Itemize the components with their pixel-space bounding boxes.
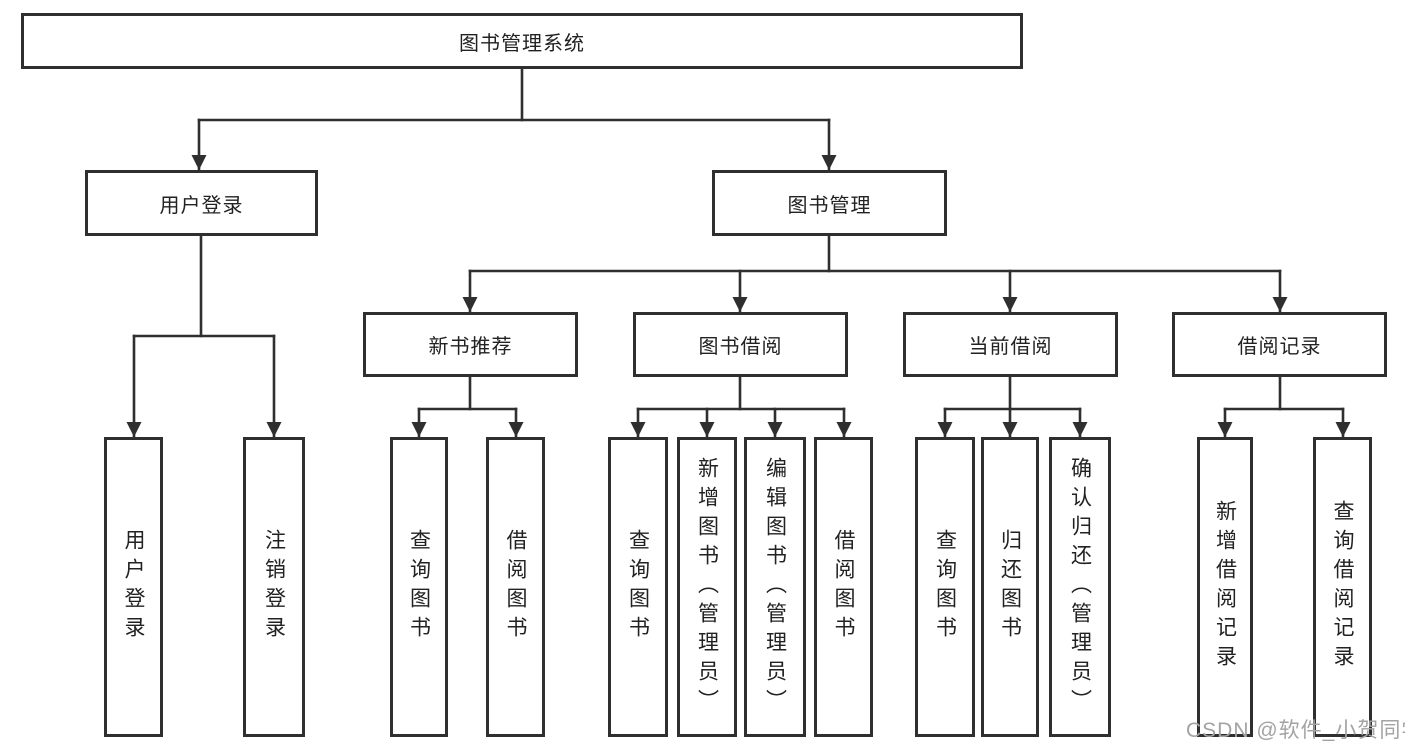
node-book-management: 图书管理 [712, 170, 947, 236]
leaf-label: 查询图书 [933, 529, 957, 645]
connector-user-login-to-leaves [126, 234, 282, 439]
connector-book-management-to-level3 [462, 234, 1288, 314]
leaf-current-return: 归还图书 [981, 437, 1039, 737]
node-book-management-label: 图书管理 [787, 194, 872, 217]
node-book-borrow: 图书借阅 [633, 312, 848, 377]
connector-borrow-records-to-leaves [1217, 375, 1351, 439]
leaf-user-login: 用户登录 [104, 437, 163, 737]
node-root-system: 图书管理系统 [21, 13, 1023, 69]
leaf-label: 注销登录 [262, 529, 286, 645]
leaf-label: 用户登录 [122, 529, 145, 645]
leaf-label: 归还图书 [998, 529, 1022, 645]
leaf-label: 查询图书 [626, 529, 650, 645]
node-new-book-recommend: 新书推荐 [363, 312, 578, 377]
node-root-label: 图书管理系统 [459, 32, 585, 55]
leaf-label: 查询图书 [407, 529, 431, 645]
node-current-borrow: 当前借阅 [903, 312, 1118, 377]
leaf-label: 新增借阅记录 [1213, 500, 1237, 674]
node-borrow-records-label: 借阅记录 [1237, 336, 1322, 358]
leaf-newbook-borrow: 借阅图书 [486, 437, 545, 737]
leaf-record-query: 查询借阅记录 [1313, 437, 1372, 737]
connector-new-book-to-leaves [411, 375, 524, 439]
leaf-label: 新增图书（管理员） [695, 456, 719, 718]
leaf-current-confirm-admin: 确认归还（管理员） [1049, 437, 1111, 737]
leaf-label: 确认归还（管理员） [1068, 456, 1092, 718]
connector-book-borrow-to-leaves [630, 375, 852, 439]
leaf-borrow-add-admin: 新增图书（管理员） [677, 437, 737, 737]
watermark-text: CSDN @软件_小贺同学 [1186, 719, 1405, 742]
node-book-borrow-label: 图书借阅 [698, 336, 783, 358]
node-new-book-recommend-label: 新书推荐 [428, 336, 513, 358]
leaf-label: 查询借阅记录 [1331, 500, 1354, 674]
leaf-borrow-edit-admin: 编辑图书（管理员） [744, 437, 806, 737]
node-borrow-records: 借阅记录 [1172, 312, 1387, 377]
node-user-login: 用户登录 [85, 170, 318, 236]
leaf-newbook-query: 查询图书 [390, 437, 448, 737]
leaf-label: 借阅图书 [832, 529, 855, 645]
leaf-current-query: 查询图书 [915, 437, 975, 737]
connector-current-borrow-to-leaves [937, 375, 1088, 439]
leaf-record-add: 新增借阅记录 [1197, 437, 1253, 737]
node-current-borrow-label: 当前借阅 [968, 336, 1053, 358]
leaf-logout: 注销登录 [243, 437, 305, 737]
leaf-label: 借阅图书 [504, 529, 527, 645]
node-user-login-label: 用户登录 [159, 194, 244, 217]
leaf-label: 编辑图书（管理员） [763, 456, 787, 718]
leaf-borrow-query: 查询图书 [608, 437, 668, 737]
connector-root-to-level2 [191, 67, 837, 172]
leaf-borrow-book: 借阅图书 [814, 437, 873, 737]
